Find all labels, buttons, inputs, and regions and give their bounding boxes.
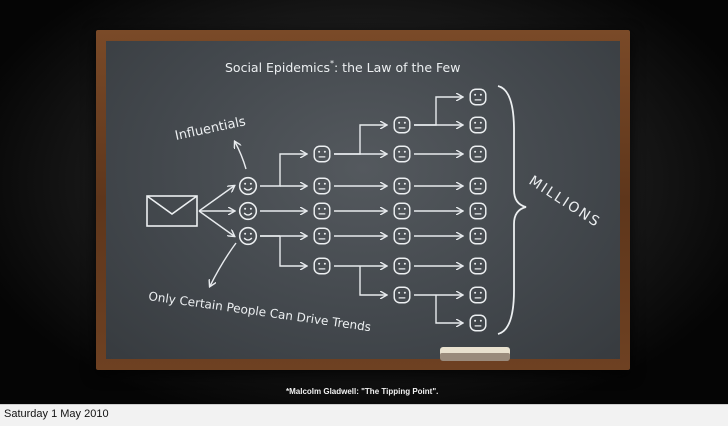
person-icon	[469, 145, 487, 163]
column-2	[313, 145, 331, 275]
branch-arrows-level-3	[414, 97, 462, 323]
person-icon	[469, 177, 487, 195]
influential-smiley-icon	[238, 226, 258, 246]
person-icon	[313, 257, 331, 275]
envelope-arrows	[198, 186, 234, 236]
bottom-note-arrow	[210, 242, 237, 286]
millions-label: MILLIONS	[526, 173, 604, 231]
influential-smiley-icon	[238, 176, 258, 196]
millions-brace	[497, 85, 527, 335]
person-icon	[393, 116, 411, 134]
citation: *Malcolm Gladwell: "The Tipping Point".	[286, 387, 438, 396]
column-3	[393, 116, 411, 304]
person-icon	[393, 257, 411, 275]
diagram: Social Epidemics*: the Law of the Few In…	[146, 59, 604, 396]
influentials-arrow	[235, 142, 247, 170]
person-icon	[469, 227, 487, 245]
person-icon	[469, 116, 487, 134]
person-icon	[393, 227, 411, 245]
person-icon	[393, 286, 411, 304]
bottom-note: Only Certain People Can Drive Trends	[148, 289, 372, 334]
person-icon	[313, 227, 331, 245]
person-icon	[469, 257, 487, 275]
person-icon	[469, 314, 487, 332]
person-icon	[313, 145, 331, 163]
envelope-icon	[146, 195, 198, 227]
person-icon	[393, 177, 411, 195]
person-icon	[393, 145, 411, 163]
branch-arrows-level-1	[260, 154, 306, 266]
person-icon	[393, 202, 411, 220]
influential-smiley-icon	[238, 201, 258, 221]
slide-title: Social Epidemics*: the Law of the Few	[225, 59, 460, 75]
person-icon	[469, 286, 487, 304]
person-icon	[313, 177, 331, 195]
branch-arrows-level-2	[334, 125, 386, 295]
column-4	[469, 88, 487, 332]
date-label: Saturday 1 May 2010	[4, 408, 109, 420]
influentials-label: Influentials	[174, 114, 248, 144]
status-bar: Saturday 1 May 2010	[0, 404, 728, 426]
person-icon	[313, 202, 331, 220]
person-icon	[469, 202, 487, 220]
person-icon	[469, 88, 487, 106]
